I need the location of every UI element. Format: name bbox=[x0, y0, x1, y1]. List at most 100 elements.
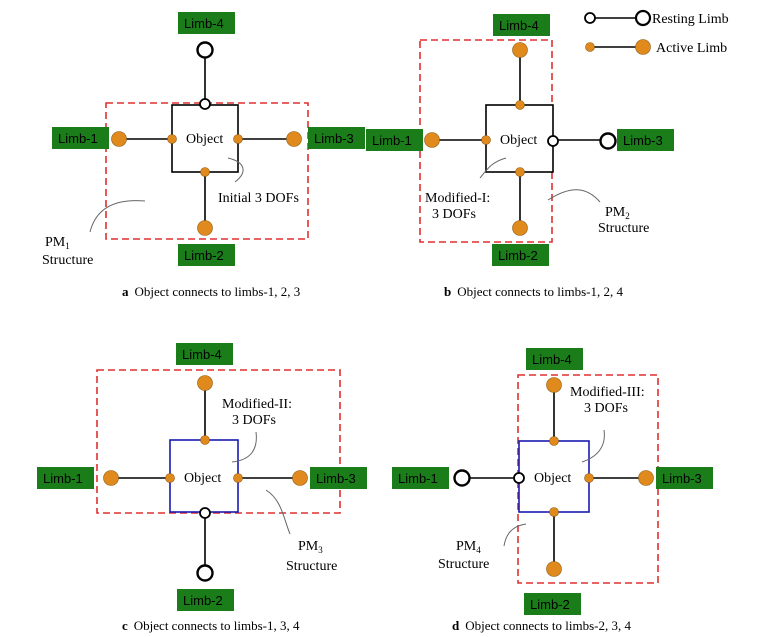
limb3-box bbox=[656, 467, 713, 489]
dof-line2: 3 DOFs bbox=[232, 413, 276, 428]
limb2-box bbox=[524, 593, 581, 615]
limb3-box bbox=[308, 127, 365, 149]
limb2-resting-joint bbox=[196, 564, 214, 582]
limb4-label: Limb-4 bbox=[182, 347, 222, 362]
limb3-label: Limb-3 bbox=[314, 131, 354, 146]
limb4-box bbox=[176, 343, 233, 365]
limb2-box bbox=[178, 244, 235, 266]
object-label: Object bbox=[500, 133, 537, 148]
object-top-active-joint bbox=[515, 100, 525, 110]
limb1-label: Limb-1 bbox=[58, 131, 98, 146]
object-top-active-joint bbox=[549, 436, 559, 446]
limb2-active-joint bbox=[512, 220, 528, 236]
limb1-label: Limb-1 bbox=[43, 471, 83, 486]
panel-c: Object Limb-4 Limb-1 Limb-3 Limb-2 Modif… bbox=[37, 343, 367, 633]
object-right-active-joint bbox=[233, 134, 243, 144]
pm3-boundary bbox=[96, 369, 341, 514]
object-right-active-joint bbox=[233, 473, 243, 483]
limb4-label: Limb-4 bbox=[532, 352, 572, 367]
legend-active-large-joint bbox=[635, 39, 651, 55]
panel-d: Object Limb-4 Limb-1 Limb-3 Limb-2 Modif… bbox=[392, 348, 713, 633]
limb3-label: Limb-3 bbox=[662, 471, 702, 486]
legend-resting-label: Resting Limb bbox=[652, 12, 729, 27]
legend: Resting Limb Active Limb bbox=[584, 9, 729, 56]
object-left-active-joint bbox=[165, 473, 175, 483]
object-label: Object bbox=[184, 471, 221, 486]
limb4-label: Limb-4 bbox=[184, 16, 224, 31]
panel-a: Object Limb-4 Limb-1 Limb-3 Limb-2 Initi… bbox=[42, 12, 365, 299]
limb1-box bbox=[392, 467, 449, 489]
limb3-active-joint bbox=[292, 470, 308, 486]
legend-active-small-joint bbox=[585, 42, 595, 52]
legend-resting-small-joint bbox=[584, 12, 596, 24]
dof-line1: Modified-III: bbox=[570, 385, 645, 400]
pm4-structure: Structure bbox=[438, 557, 489, 572]
pm1-label: PM1 bbox=[45, 235, 70, 251]
limb2-label: Limb-2 bbox=[184, 248, 224, 263]
limb3-resting-joint bbox=[599, 132, 617, 150]
object-box bbox=[169, 439, 239, 513]
object-top-resting-joint bbox=[199, 98, 211, 110]
limb1-resting-joint bbox=[453, 469, 471, 487]
limb4-active-joint bbox=[512, 42, 528, 58]
limb4-box bbox=[178, 12, 235, 34]
limb2-label: Limb-2 bbox=[183, 593, 223, 608]
object-box bbox=[485, 104, 554, 173]
pm3-label: PM3 bbox=[298, 539, 323, 555]
object-right-active-joint bbox=[584, 473, 594, 483]
limb4-box bbox=[526, 348, 583, 370]
limb4-box bbox=[493, 14, 550, 36]
limb2-active-joint bbox=[546, 561, 562, 577]
pm3-structure: Structure bbox=[286, 559, 337, 574]
dof-line2: 3 DOFs bbox=[584, 401, 628, 416]
legend-active-label: Active Limb bbox=[656, 41, 727, 56]
dof-line1: Modified-I: bbox=[425, 191, 490, 206]
limb4-active-joint bbox=[197, 375, 213, 391]
limb3-box bbox=[310, 467, 367, 489]
object-bottom-active-joint bbox=[200, 167, 210, 177]
limb1-active-joint bbox=[111, 131, 127, 147]
limb2-label: Limb-2 bbox=[530, 597, 570, 612]
panel-b: Object Limb-4 Limb-1 Limb-3 Limb-2 Modif… bbox=[366, 14, 674, 299]
dof-note: Initial 3 DOFs bbox=[218, 191, 299, 206]
limb4-label: Limb-4 bbox=[499, 18, 539, 33]
pm1-structure: Structure bbox=[42, 253, 93, 268]
limb3-label: Limb-3 bbox=[316, 471, 356, 486]
limb3-active-joint bbox=[286, 131, 302, 147]
limb4-resting-joint bbox=[196, 41, 214, 59]
dof-line1: Modified-II: bbox=[222, 397, 292, 412]
limb1-box bbox=[366, 129, 423, 151]
object-left-resting-joint bbox=[513, 472, 525, 484]
limb1-label: Limb-1 bbox=[372, 133, 412, 148]
object-label: Object bbox=[186, 132, 223, 147]
limb2-active-joint bbox=[197, 220, 213, 236]
object-left-active-joint bbox=[481, 135, 491, 145]
limb2-box bbox=[177, 589, 234, 611]
object-box bbox=[518, 440, 590, 513]
legend-resting-large-joint bbox=[634, 9, 652, 27]
object-label: Object bbox=[534, 471, 571, 486]
limb4-active-joint bbox=[546, 377, 562, 393]
limb3-box bbox=[617, 129, 674, 151]
limb2-box bbox=[492, 244, 549, 266]
pm2-structure: Structure bbox=[598, 221, 649, 236]
limb1-label: Limb-1 bbox=[398, 471, 438, 486]
limb1-box bbox=[52, 127, 109, 149]
object-bottom-active-joint bbox=[515, 167, 525, 177]
object-bottom-active-joint bbox=[549, 507, 559, 517]
limb2-label: Limb-2 bbox=[498, 248, 538, 263]
object-left-active-joint bbox=[167, 134, 177, 144]
limb1-active-joint bbox=[424, 132, 440, 148]
object-bottom-resting-joint bbox=[199, 507, 211, 519]
object-top-active-joint bbox=[200, 435, 210, 445]
limb3-active-joint bbox=[638, 470, 654, 486]
pm2-label: PM2 bbox=[605, 205, 630, 221]
limb1-active-joint bbox=[103, 470, 119, 486]
limb1-box bbox=[37, 467, 94, 489]
object-right-resting-joint bbox=[547, 135, 559, 147]
limb3-label: Limb-3 bbox=[623, 133, 663, 148]
